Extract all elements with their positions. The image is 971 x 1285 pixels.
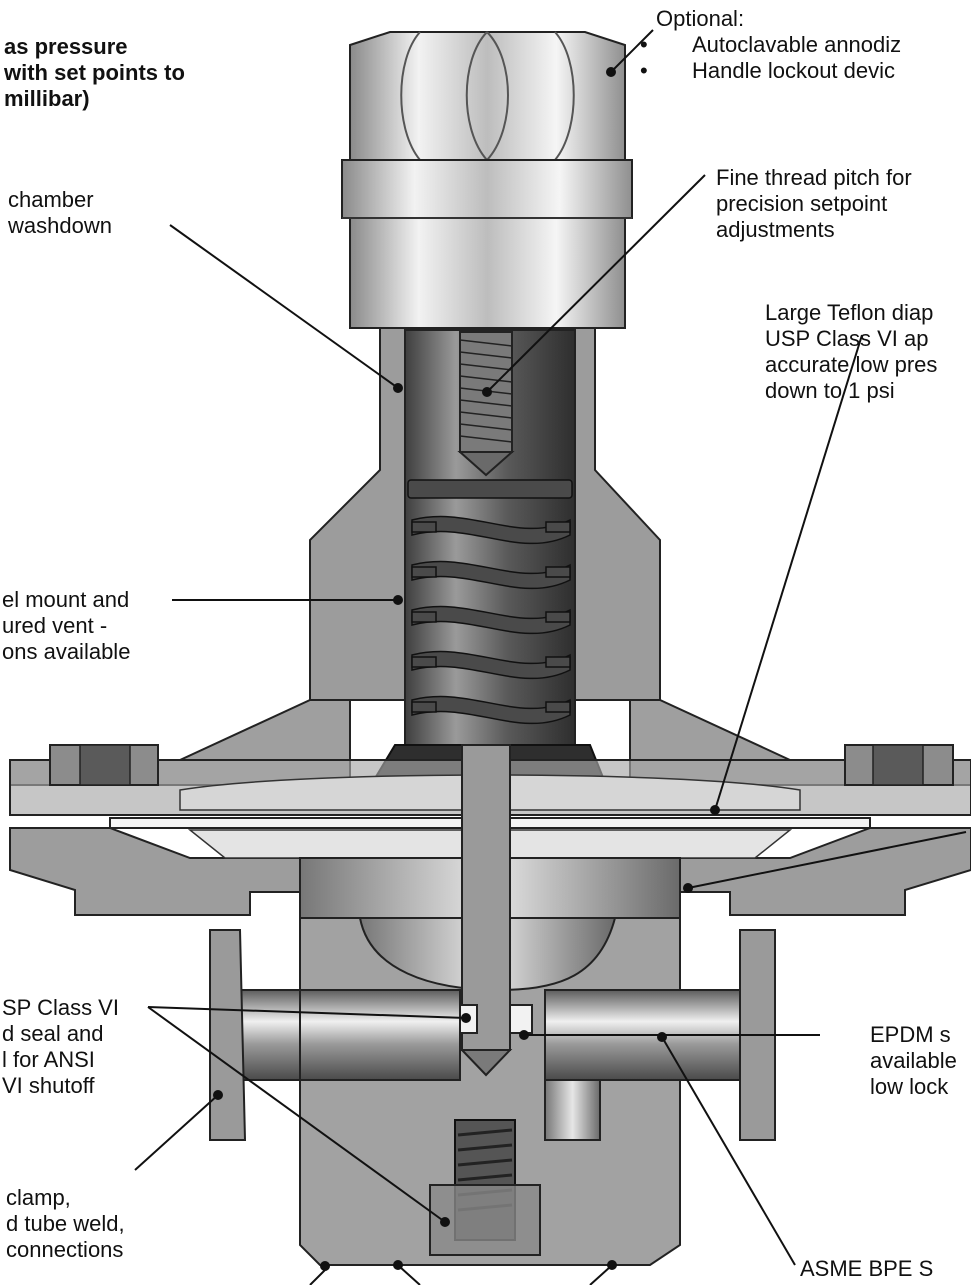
seal-line: d seal and	[2, 1021, 104, 1046]
seal-line: VI shutoff	[2, 1073, 95, 1098]
epdm-line: EPDM s	[870, 1022, 951, 1047]
valve-stem	[454, 744, 533, 1077]
title-line: with set points to	[4, 60, 185, 85]
chamber-line: washdown	[8, 213, 112, 238]
teflon-line: down to 1 psi	[765, 378, 895, 403]
seal-line: l for ANSI	[2, 1047, 95, 1072]
chamber-line: chamber	[8, 187, 94, 212]
asme-line: ASME BPE S	[800, 1256, 934, 1281]
seal-callout: SP Class VI d seal and l for ANSI VI shu…	[2, 995, 119, 1099]
optional-bullet: Autoclavable annodiz	[640, 32, 901, 58]
panel-line: el mount and	[2, 587, 130, 612]
fine-thread-line: Fine thread pitch for	[716, 165, 912, 190]
teflon-line: Large Teflon diap	[765, 300, 934, 325]
epdm-line: available	[870, 1048, 957, 1073]
teflon-diaphragm-callout: Large Teflon diap USP Class VI ap accura…	[765, 300, 937, 404]
connections-callout: clamp, d tube weld, connections	[6, 1185, 125, 1263]
title-callout: as pressure with set points to millibar)	[4, 34, 185, 112]
inlet-port	[209, 929, 461, 1141]
panel-line: ured vent -	[2, 613, 108, 638]
fine-thread-callout: Fine thread pitch for precision setpoint…	[716, 165, 912, 243]
fine-thread-line: adjustments	[716, 217, 835, 242]
flange-bolts	[49, 744, 954, 786]
title-line: millibar)	[4, 86, 90, 111]
optional-heading: Optional:	[656, 6, 745, 31]
connections-line: clamp,	[6, 1185, 71, 1210]
adjusting-screw	[457, 331, 515, 477]
spring	[407, 479, 573, 725]
connections-line: connections	[6, 1237, 124, 1262]
panel-line: ons available	[2, 639, 131, 664]
epdm-line: low lock	[870, 1074, 949, 1099]
fine-thread-line: precision setpoint	[716, 191, 888, 216]
teflon-line: USP Class VI ap	[765, 326, 929, 351]
connections-line: d tube weld,	[6, 1211, 125, 1236]
asme-callout: ASME BPE S	[800, 1256, 933, 1282]
leader-lines	[134, 29, 967, 1285]
seal-line: SP Class VI	[2, 995, 119, 1020]
teflon-line: accurate low pres	[765, 352, 938, 377]
optional-bullet: Handle lockout devic	[640, 58, 901, 84]
adjustment-handle	[341, 31, 633, 329]
panel-mount-callout: el mount and ured vent - ons available	[2, 587, 130, 665]
chamber-callout: chamber washdown	[8, 187, 112, 239]
epdm-callout: EPDM s available low lock	[870, 1022, 957, 1100]
title-line: as pressure	[4, 34, 128, 59]
optional-callout: Optional: Autoclavable annodiz Handle lo…	[640, 6, 901, 84]
